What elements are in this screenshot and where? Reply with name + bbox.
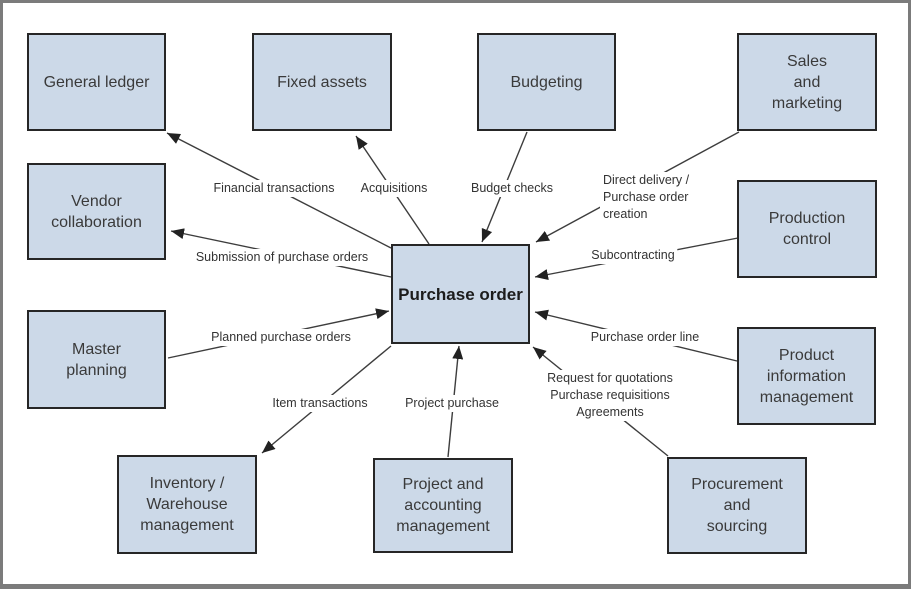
edge-label-line: Project purchase (405, 396, 499, 410)
node-label-line: accounting (404, 497, 482, 514)
node-sales-and-marketing: Sales and marketing (737, 33, 877, 131)
edge-label-submission-of-purchase-orders: Submission of purchase orders (192, 249, 372, 266)
edge-label-line: Planned purchase orders (211, 330, 351, 344)
edge-label-purchase-order-line: Purchase order line (587, 329, 703, 346)
edge-label-line: Purchase order (603, 190, 689, 204)
edge-label-budget-checks: Budget checks (468, 180, 556, 197)
node-label-line: marketing (771, 94, 843, 112)
node-label-line: Purchase order (398, 284, 523, 304)
edge-label-line: creation (603, 207, 648, 221)
node-label-line: management (759, 388, 854, 406)
node-production-control: Production control (737, 180, 877, 278)
edge-label-acquisitions: Acquisitions (357, 180, 431, 197)
node-label-line: Procurement (691, 476, 783, 493)
edge-label-planned-purchase-orders: Planned purchase orders (208, 329, 354, 346)
node-label-line: Project and (402, 476, 484, 493)
node-label-line: Fixed assets (277, 73, 367, 91)
edge-label-item-transactions: Item transactions (269, 395, 371, 412)
edge-label-direct-delivery-purchase-order-creation: Direct delivery / Purchase order creation (600, 172, 693, 223)
node-fixed-assets: Fixed assets (252, 33, 392, 131)
edge-label-line: Subcontracting (591, 248, 675, 262)
edge-label-line: Item transactions (272, 396, 368, 410)
node-label-line: Sales (786, 52, 828, 70)
node-label-line: Master (72, 340, 121, 358)
node-budgeting: Budgeting (477, 33, 616, 131)
node-label-line: and (723, 497, 751, 514)
node-label-line: control (782, 231, 832, 248)
edge-label-line: Purchase order line (590, 330, 700, 344)
node-master-planning: Master planning (27, 310, 166, 409)
node-label-line: Production (768, 210, 846, 227)
node-label-line: Inventory / (149, 475, 225, 492)
node-label-line: management (396, 518, 490, 535)
node-project-accounting-management: Project and accounting management (373, 458, 513, 553)
node-general-ledger: General ledger (27, 33, 166, 131)
node-purchase-order: Purchase order (391, 244, 530, 344)
node-label-line: management (140, 517, 234, 534)
node-label-line: Budgeting (510, 73, 583, 91)
node-label-line: Warehouse (146, 496, 228, 513)
node-label-line: planning (66, 361, 127, 379)
node-product-information-management: Product information management (737, 327, 876, 425)
node-label-line: sourcing (706, 518, 768, 535)
edge-label-line: Financial transactions (213, 181, 335, 195)
node-vendor-collaboration: Vendor collaboration (27, 163, 166, 260)
node-label-line: Product (778, 346, 835, 364)
edge-label-financial-transactions: Financial transactions (210, 180, 338, 197)
edge-label-line: Acquisitions (360, 181, 428, 195)
edge-label-line: Budget checks (471, 181, 553, 195)
edge-label-project-purchase: Project purchase (402, 395, 502, 412)
node-label-line: and (793, 73, 821, 91)
node-label-line: Vendor (71, 192, 122, 210)
edge-label-line: Request for quotations (547, 371, 673, 385)
edge-label-line: Agreements (576, 405, 644, 419)
edge-label-line: Submission of purchase orders (195, 250, 369, 264)
node-label-line: information (766, 367, 847, 385)
node-procurement-and-sourcing: Procurement and sourcing (667, 457, 807, 554)
edge-label-line: Purchase requisitions (550, 388, 670, 402)
node-label-line: General ledger (43, 73, 150, 91)
edge-label-subcontracting: Subcontracting (588, 247, 678, 264)
edge-label-line: Direct delivery / (603, 173, 690, 187)
node-inventory-warehouse-management: Inventory / Warehouse management (117, 455, 257, 554)
node-label-line: collaboration (51, 213, 142, 231)
